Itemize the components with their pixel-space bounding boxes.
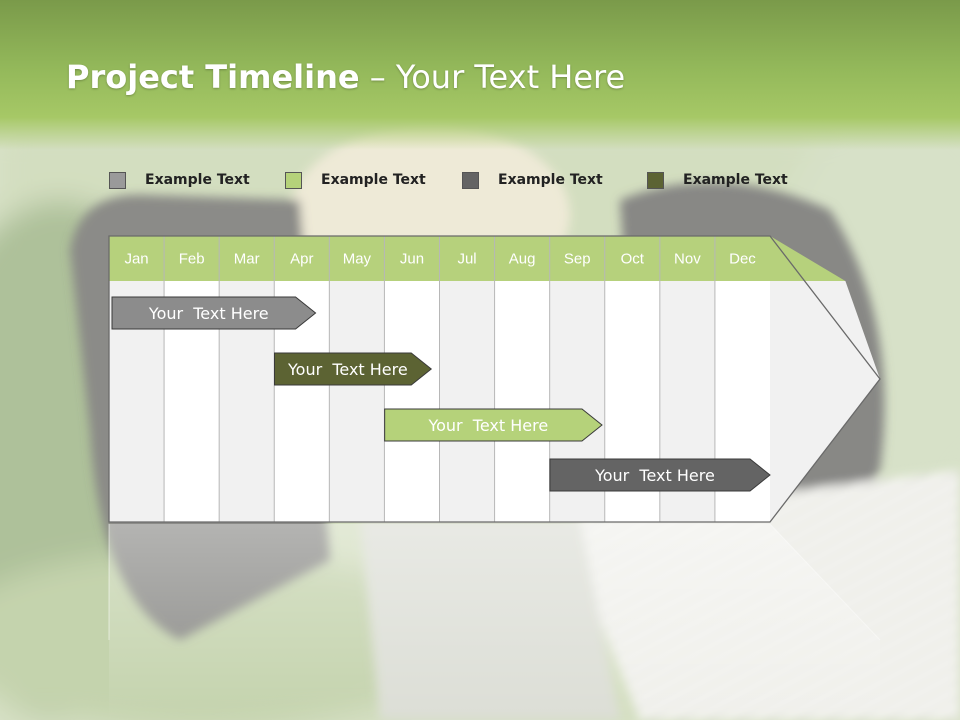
task-bar-label: Your Text Here [427,416,548,435]
task-bar-shape [549,458,771,492]
month-label: Feb [179,251,205,268]
page-title: Project Timeline – Your Text Here [66,58,625,96]
legend-item-4: Example Text [647,170,788,190]
task-bar-shape [384,408,603,442]
month-label: Oct [621,251,645,268]
month-column [494,281,550,522]
title-rest: – Your Text Here [359,58,626,96]
legend-item-2: Example Text [285,170,426,190]
month-label: Jan [124,251,148,268]
month-column [439,281,495,522]
legend-label: Example Text [145,172,250,188]
header-band [0,0,960,150]
task-bar[interactable]: Your Text Here [111,296,317,330]
legend-label: Example Text [498,172,603,188]
legend-swatch-dark-gray [462,171,479,189]
task-bar-label: Your Text Here [287,360,408,379]
legend-item-3: Example Text [462,170,603,190]
task-bar-shape [273,352,433,386]
month-label: Mar [234,251,260,268]
task-bar-label: Your Text Here [594,466,715,485]
legend-label: Example Text [683,172,788,188]
task-bar[interactable]: Your Text Here [273,352,433,386]
legend-swatch-olive [647,171,664,189]
month-column [329,281,385,522]
title-bold: Project Timeline [66,58,360,96]
legend-swatch-light-green [285,171,302,189]
task-bar-shape [111,296,317,330]
month-label: Jun [400,251,424,268]
legend-item-1: Example Text [109,170,250,190]
month-label: Sep [564,251,591,268]
month-label: Apr [290,251,313,268]
legend-swatch-gray [109,171,126,189]
month-label: Nov [674,251,701,268]
timeline-reflection [108,523,881,720]
month-label: Aug [509,251,536,268]
arrow-tip-header [770,236,846,281]
month-label: Jul [457,251,476,268]
task-bar-label: Your Text Here [148,304,269,323]
month-label: Dec [729,251,756,268]
month-label: May [343,251,372,268]
month-column [384,281,440,522]
timeline-outline [108,235,881,523]
task-bar[interactable]: Your Text Here [549,458,771,492]
task-bar[interactable]: Your Text Here [384,408,603,442]
legend-label: Example Text [321,172,426,188]
arrow-tip [770,281,880,522]
